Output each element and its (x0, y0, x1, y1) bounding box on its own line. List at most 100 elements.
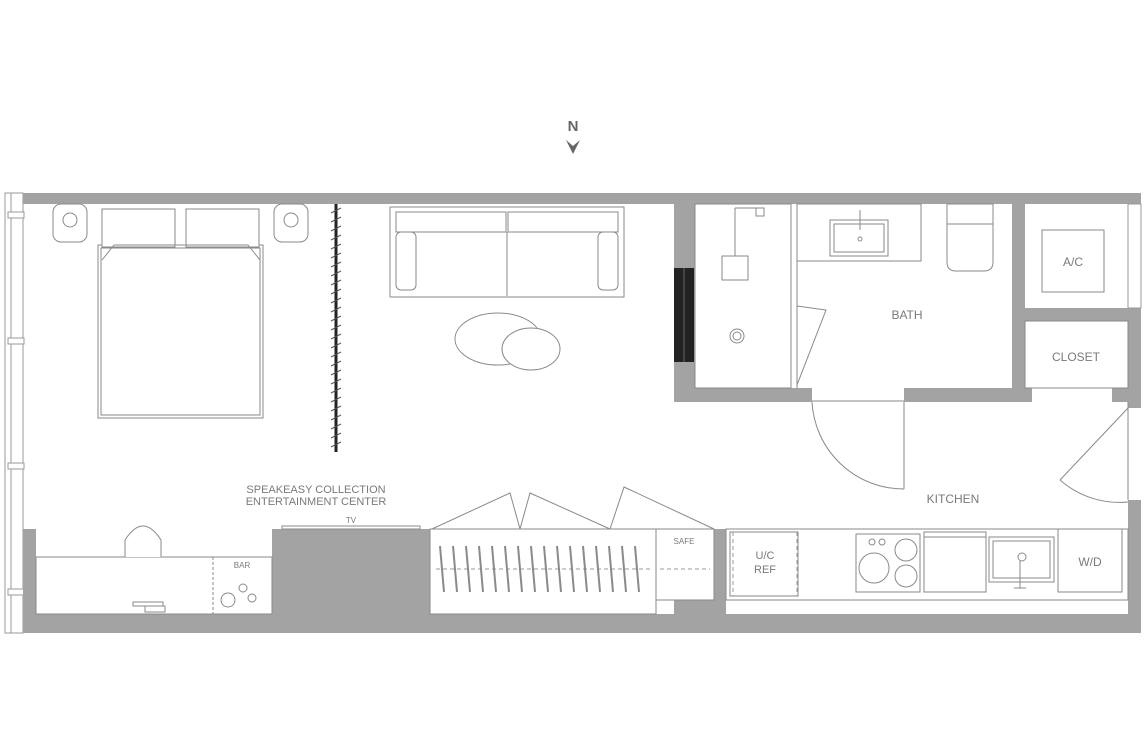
partition-slat (330, 306, 342, 313)
north-wall (23, 193, 1141, 204)
bath-south-wall-right (904, 388, 1032, 402)
hanger-icon (608, 545, 614, 593)
hanger-icon (530, 545, 536, 593)
closet-body (1024, 320, 1129, 389)
bath-sink (829, 219, 889, 257)
partition-slat (330, 333, 342, 340)
ref-label-line1: U/C (756, 550, 775, 562)
kitchen-sink (988, 536, 1055, 583)
toilet-tank (946, 203, 994, 225)
partition-slat (330, 342, 342, 349)
tv (281, 525, 421, 530)
partition-slat (330, 387, 342, 394)
hanger-icon (491, 545, 497, 593)
west-window (4, 192, 25, 634)
ref-label-line2: REF (754, 564, 776, 576)
closet-south-wall (1112, 388, 1141, 402)
hanger-icon (569, 545, 575, 593)
east-wall-lower (1128, 500, 1141, 614)
ac-closet-divider (1025, 308, 1141, 321)
north-label: N (568, 118, 579, 135)
pillow-left (101, 208, 176, 248)
bath-door-swing (811, 401, 905, 490)
hanger-icon (595, 545, 601, 593)
shower (694, 203, 827, 389)
hanger-icon (517, 545, 523, 593)
wardrobe-body (429, 528, 657, 615)
partition-slat (330, 270, 342, 277)
burner-icon (894, 564, 918, 588)
partition-slat (330, 279, 342, 286)
partition-slat (330, 225, 342, 232)
partition-slat (330, 324, 342, 331)
partition-slat (330, 432, 342, 439)
south-wall (23, 614, 1141, 633)
bed (97, 244, 264, 419)
dishwasher (923, 531, 987, 593)
partition-slat (330, 360, 342, 367)
hanger-icon (439, 545, 445, 593)
hanger-icon (465, 545, 471, 593)
hanger-icon (478, 545, 484, 593)
closet: CLOSET (1024, 320, 1129, 389)
bath-label: BATH (891, 308, 922, 322)
shower-seat (721, 255, 749, 281)
east-wall-upper (1128, 300, 1141, 408)
hanger-icon (504, 545, 510, 593)
nightstand-right (273, 203, 309, 243)
wardrobe: SAFE (429, 486, 715, 615)
desk-bar-unit: BAR (35, 525, 273, 615)
partition-slat (330, 243, 342, 250)
closet-west-wall (1012, 204, 1025, 402)
partition-slat (330, 423, 342, 430)
partition-slat (330, 396, 342, 403)
lamp-right-icon (283, 212, 299, 228)
hanger-icon (452, 545, 458, 593)
nightstand-left (52, 203, 88, 243)
hanger-icon (582, 545, 588, 593)
closet-label: CLOSET (1052, 350, 1101, 364)
hanger-icon (634, 545, 640, 593)
bar-sink-icon (220, 592, 236, 608)
safe-sill (674, 600, 714, 614)
washer-dryer-label: W/D (1078, 555, 1102, 569)
desk-lamp (132, 601, 164, 607)
partition-slat (330, 261, 342, 268)
north-arrow-icon (566, 140, 580, 154)
kitchen-divider (714, 529, 726, 614)
hanger-icon (543, 545, 549, 593)
bedroom (52, 203, 309, 419)
safe-label: SAFE (674, 537, 695, 546)
partition-slat (330, 405, 342, 412)
bath-fixtures: BATH (796, 203, 994, 322)
southwest-wall (23, 529, 36, 614)
toilet-bowl (946, 223, 994, 272)
partition-slat (330, 288, 342, 295)
living-area (389, 206, 625, 371)
partition-slat (330, 378, 342, 385)
bar-label: BAR (234, 561, 251, 570)
ac-unit (1041, 229, 1105, 293)
entry-door-swing (1059, 479, 1129, 503)
tv-label: TV (346, 516, 357, 525)
ac-closet: A/C (1041, 203, 1142, 309)
rug-small (501, 327, 561, 371)
safe-cabinet (655, 528, 715, 601)
partition-slat (330, 252, 342, 259)
hanger-icon (621, 545, 627, 593)
burner-icon (858, 552, 890, 584)
doors (811, 400, 1129, 503)
kitchen-label: KITCHEN (927, 492, 980, 506)
shower-stall (694, 203, 792, 389)
partition-slat (330, 369, 342, 376)
partition-slat (330, 234, 342, 241)
partition-slat (330, 315, 342, 322)
washer-dryer (1057, 528, 1123, 593)
shower-drain-icon (729, 328, 745, 344)
wardrobe-door-1 (431, 492, 521, 530)
shower-door (796, 305, 827, 386)
partition-slat (330, 207, 342, 214)
slatted-partition (330, 204, 342, 452)
partition-slat (330, 216, 342, 223)
